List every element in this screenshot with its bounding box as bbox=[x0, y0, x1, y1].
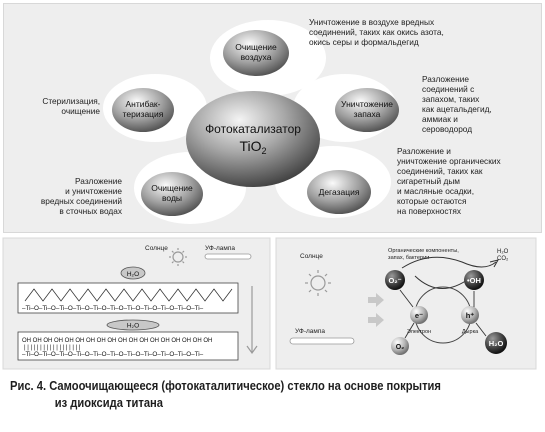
desc-odor: Разложение соединений с запахом, таких к… bbox=[422, 74, 492, 134]
right-sun-icon bbox=[305, 270, 331, 296]
electron-label: Электрон bbox=[407, 329, 431, 335]
left-bottom-lattice bbox=[17, 331, 239, 361]
left-row1-text: –Ti–O–Ti–O–Ti–O–Ti–O–Ti–O–Ti–O–Ti–O–Ti–O… bbox=[22, 305, 204, 312]
left-row2-text: –Ti–O–Ti–O–Ti–O–Ti–O–Ti–O–Ti–O–Ti–O–Ti–O… bbox=[22, 351, 204, 358]
node-degas-sphere bbox=[307, 170, 371, 214]
desc-air: Уничтожение в воздухе вредных соединений… bbox=[309, 17, 444, 47]
left-sun-icon bbox=[169, 248, 187, 266]
node-odor-sphere bbox=[335, 88, 399, 132]
node-water-sphere bbox=[141, 172, 203, 216]
hole-label: Дырка bbox=[462, 329, 479, 335]
o2-minus-label: O₂⁻ bbox=[388, 276, 401, 285]
left-bars-row: | | | | | | | | | | | | | | | | | | bbox=[24, 345, 81, 351]
hole-symbol: h⁺ bbox=[466, 311, 475, 320]
center-title: Фотокатализатор bbox=[205, 122, 301, 136]
left-h2o-droplet bbox=[120, 266, 146, 280]
right-uv-label: УФ-лампа bbox=[295, 328, 325, 335]
h2o-ball bbox=[485, 332, 507, 354]
right-uv-lamp-icon bbox=[289, 337, 355, 345]
oh-radical-ball bbox=[464, 270, 484, 290]
left-h2o-label: H₂O bbox=[127, 271, 139, 278]
o2-ball bbox=[391, 337, 409, 355]
left-sun-label: Солнце bbox=[145, 245, 168, 252]
o2-label: O₂ bbox=[396, 344, 405, 351]
o2-minus-ball bbox=[385, 270, 405, 290]
right-arrow-upper bbox=[368, 293, 384, 307]
center-formula: TiO2 bbox=[239, 138, 266, 156]
node-antibac-label: Антибак-теризация bbox=[123, 99, 164, 119]
figure-caption: Рис. 4. Самоочищающееся (фотокаталитичес… bbox=[10, 377, 441, 411]
desc-water: Разложение и уничтожение вредных соедине… bbox=[40, 176, 122, 216]
left-uv-lamp-icon bbox=[204, 253, 252, 260]
left-h2o-label-2: H₂O bbox=[127, 323, 139, 330]
desc-steril: Стерилизация, очищение bbox=[42, 96, 100, 116]
caption-line-2: из диоксида титана bbox=[54, 395, 164, 410]
hole-ball bbox=[461, 306, 479, 324]
right-sun-label: Солнце bbox=[300, 253, 323, 260]
left-h2o-film bbox=[106, 319, 160, 331]
right-arrow-lower bbox=[368, 313, 384, 327]
h2o-ball-label: H₂O bbox=[489, 339, 504, 348]
electron-ball bbox=[410, 306, 428, 324]
caption-line-1: Рис. 4. Самоочищающееся (фотокаталитичес… bbox=[10, 378, 441, 393]
right-organic-label: Органические компоненты,запах, бактерии bbox=[388, 248, 459, 261]
node-antibac-sphere bbox=[112, 88, 174, 132]
desc-degas: Разложение и уничтожение органических со… bbox=[397, 146, 501, 216]
left-oh-row: OH OH OH OH OH OH OH OH OH OH OH OH OH O… bbox=[22, 338, 212, 344]
right-reaction-lines bbox=[399, 289, 487, 339]
left-top-lattice bbox=[17, 282, 239, 314]
left-down-arrow bbox=[246, 286, 258, 355]
left-uv-label: УФ-лампа bbox=[205, 245, 235, 252]
center-sphere bbox=[186, 91, 320, 187]
electron-symbol: e⁻ bbox=[415, 311, 423, 320]
node-degas-label: Дегазация bbox=[319, 187, 360, 197]
node-air-sphere bbox=[223, 30, 289, 76]
oh-radical-label: •OH bbox=[467, 276, 481, 285]
